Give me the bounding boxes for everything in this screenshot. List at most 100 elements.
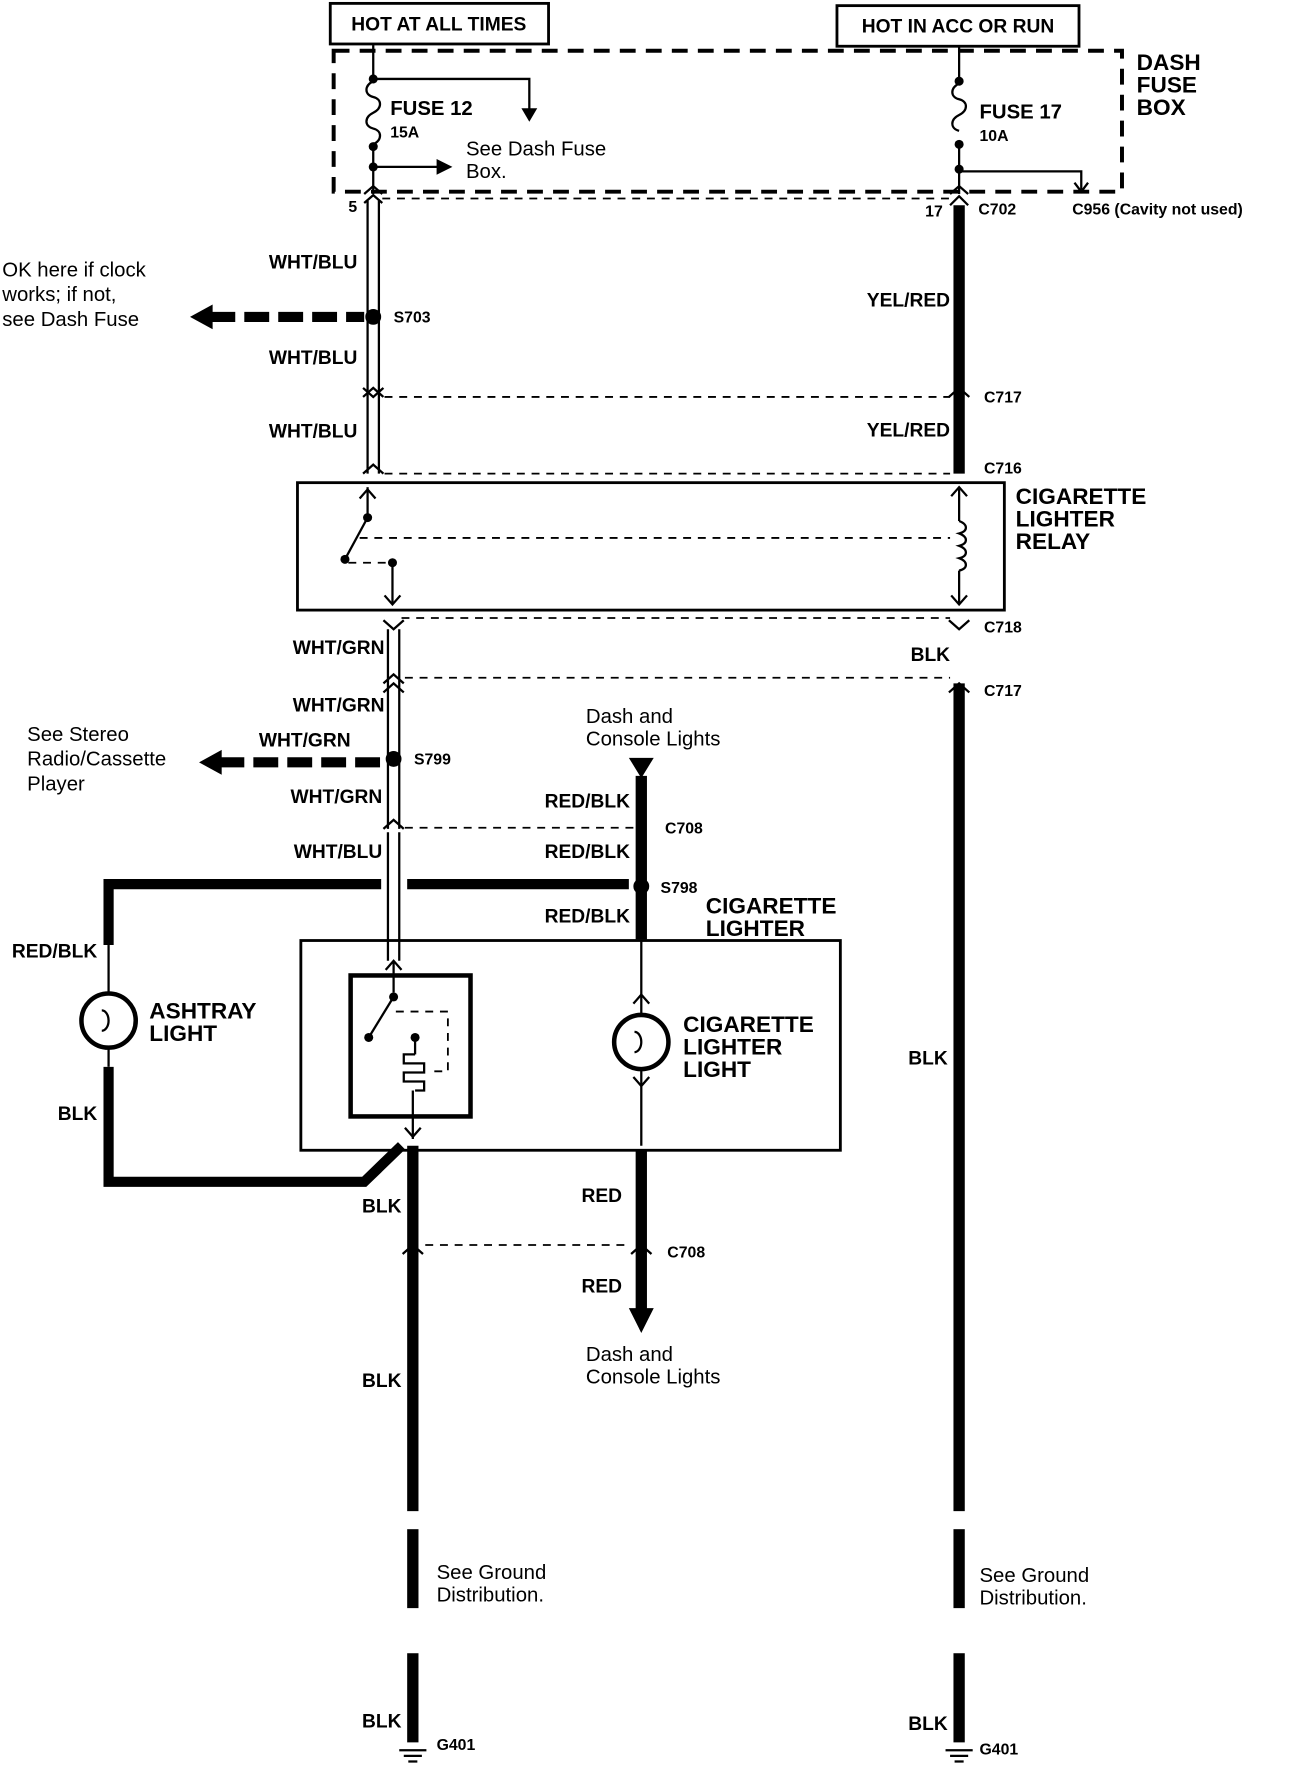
ground-right-icon — [945, 1749, 973, 1763]
splice-s703-label: S703 — [394, 310, 431, 327]
wire-label-yel-red-1: YEL/RED — [867, 291, 950, 312]
wire-label-wht-grn-4: WHT/GRN — [290, 787, 382, 808]
wire-label-red-1: RED — [581, 1186, 622, 1207]
hot-in-acc-or-run-label: HOT IN ACC OR RUN — [862, 17, 1055, 38]
lighter-light-label-1: CIGARETTE — [683, 1012, 814, 1037]
ground-left-icon — [399, 1749, 427, 1763]
lighter-label-1: CIGARETTE — [706, 893, 837, 918]
clock-note-line-3: see Dash Fuse — [2, 309, 139, 331]
arrow-down-icon — [628, 1308, 654, 1333]
lighter-element-icon — [348, 959, 473, 1139]
dash-fuse-box-outline — [331, 48, 1124, 194]
wire-label-red-blk-1: RED/BLK — [545, 791, 631, 812]
pin-17-label: 17 — [925, 204, 943, 221]
ground-right-note-2: Distribution. — [979, 1588, 1086, 1610]
arrow-left-icon — [190, 304, 213, 330]
wire-label-blk-ashtray: BLK — [58, 1104, 98, 1125]
connector-c956-label: C956 (Cavity not used) — [1072, 201, 1243, 218]
dash-fuse-box-label-3: BOX — [1137, 95, 1186, 120]
splice-s798-dot — [633, 878, 650, 895]
fuse-17-rating: 10A — [979, 128, 1008, 145]
wire-label-red-blk-2: RED/BLK — [545, 842, 631, 863]
wire-label-red-blk-ashtray: RED/BLK — [12, 941, 98, 962]
relay-label-3: RELAY — [1016, 529, 1091, 554]
pin-5-label: 5 — [348, 199, 357, 216]
ashtray-light-bulb-icon — [79, 945, 138, 1067]
wire-label-wht-blu-4: WHT/BLU — [294, 842, 383, 863]
lighter-light-bulb-icon — [611, 940, 671, 1146]
connector-c717-top-label: C717 — [984, 390, 1022, 407]
wire-label-blk-right-2: BLK — [908, 1049, 948, 1070]
fuse-12-rating: 15A — [390, 125, 419, 142]
wire-label-blk-right-3: BLK — [908, 1714, 948, 1735]
relay-switch-icon — [340, 487, 951, 607]
hot-at-all-times-label: HOT AT ALL TIMES — [351, 14, 526, 35]
branch-to-dash-fuse — [190, 304, 365, 330]
wht-blu-wire — [366, 200, 381, 474]
cigarette-lighter-box — [299, 939, 842, 1152]
connector-c708-bottom-label: C708 — [667, 1244, 705, 1261]
splice-s798-label: S798 — [661, 880, 698, 897]
ashtray-feed-wire — [103, 879, 629, 946]
ashtray-light-label-1: ASHTRAY — [149, 998, 256, 1023]
relay-label-1: CIGARETTE — [1016, 484, 1147, 509]
connector-c708-top-label: C708 — [665, 820, 703, 837]
cigarette-lighter-relay-box — [296, 481, 1006, 612]
see-dash-fuse-line-2: Box. — [466, 161, 507, 183]
wire-label-wht-grn-1: WHT/GRN — [293, 638, 385, 659]
dash-console-top-line-2: Console Lights — [586, 728, 721, 750]
wire-label-blk-left-1: BLK — [362, 1196, 402, 1217]
stereo-note-line-3: Player — [27, 774, 85, 796]
connector-c702-label: C702 — [978, 201, 1016, 218]
wire-label-wht-blu-3: WHT/BLU — [269, 422, 358, 443]
connector-c716-label: C716 — [984, 461, 1022, 478]
ground-right-id: G401 — [979, 1742, 1018, 1759]
splice-s703-dot — [365, 308, 382, 325]
arrow-down-icon — [521, 108, 538, 122]
dash-console-top-line-1: Dash and — [586, 706, 673, 728]
branch-to-stereo — [199, 749, 385, 775]
wire-label-blk-left-2: BLK — [362, 1371, 402, 1392]
dash-fuse-box-label-1: DASH — [1137, 50, 1201, 75]
lighter-light-label-2: LIGHTER — [683, 1034, 782, 1059]
fuse-12-icon — [365, 80, 382, 146]
wire-label-red-2: RED — [581, 1276, 622, 1297]
hot-in-acc-or-run-box: HOT IN ACC OR RUN — [835, 4, 1081, 48]
ground-left-note-2: Distribution. — [437, 1584, 544, 1606]
ashtray-light-label-2: LIGHT — [149, 1021, 217, 1046]
lighter-label-2: LIGHTER — [706, 916, 805, 941]
wire-label-wht-grn-3: WHT/GRN — [259, 731, 351, 752]
dash-console-bottom-line-1: Dash and — [586, 1344, 673, 1366]
wire-label-yel-red-2: YEL/RED — [867, 420, 950, 441]
ground-right-note-1: See Ground — [979, 1565, 1089, 1587]
dash-fuse-box-label-2: FUSE — [1137, 73, 1197, 98]
arrow-down-icon — [628, 757, 654, 779]
ground-left-id: G401 — [437, 1737, 476, 1754]
wire-label-blk-right-1: BLK — [911, 645, 951, 666]
lighter-light-label-3: LIGHT — [683, 1057, 751, 1082]
wire-label-red-blk-3: RED/BLK — [545, 906, 631, 927]
fuse-12-name: FUSE 12 — [390, 98, 473, 120]
stereo-note-line-1: See Stereo — [27, 724, 129, 746]
clock-note-line-1: OK here if clock — [2, 259, 146, 281]
dash-console-bottom-line-2: Console Lights — [586, 1367, 721, 1389]
wire-label-wht-blu-1: WHT/BLU — [269, 252, 358, 273]
ashtray-ground-wire — [103, 1066, 406, 1187]
fuse-17-name: FUSE 17 — [979, 101, 1062, 123]
wht-grn-wire — [386, 629, 401, 829]
wire-label-wht-blu-2: WHT/BLU — [269, 348, 358, 369]
splice-s799-label: S799 — [414, 752, 451, 769]
splice-s799-dot — [385, 751, 402, 767]
arrow-left-icon — [199, 749, 222, 775]
relay-label-2: LIGHTER — [1016, 507, 1115, 532]
hot-at-all-times-box: HOT AT ALL TIMES — [328, 1, 550, 46]
see-dash-fuse-line-1: See Dash Fuse — [466, 139, 606, 161]
connector-c718-label: C718 — [984, 620, 1022, 637]
relay-coil-icon — [950, 485, 968, 607]
clock-note-line-2: works; if not, — [1, 284, 116, 306]
fuse-17-icon — [951, 82, 968, 132]
ground-left-note-1: See Ground — [437, 1562, 547, 1584]
wire-label-wht-grn-2: WHT/GRN — [293, 696, 385, 717]
connector-c717-bottom-label: C717 — [984, 683, 1022, 700]
